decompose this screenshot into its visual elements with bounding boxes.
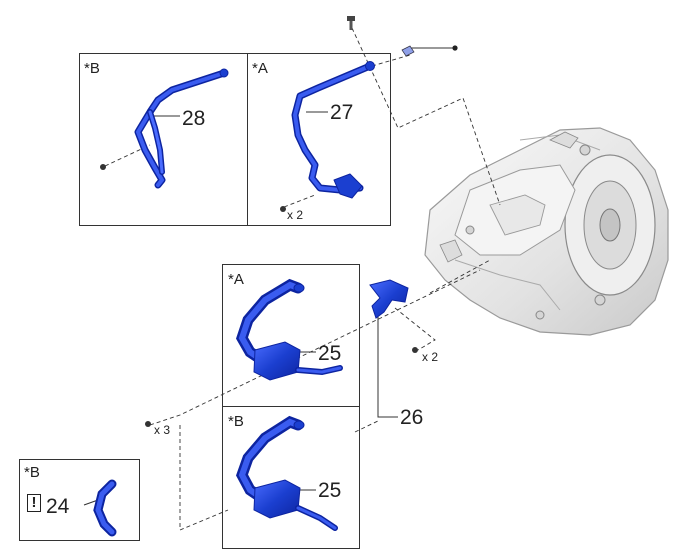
- hose-24: [93, 479, 117, 537]
- pipe-28: [134, 68, 229, 189]
- part-number-24: 24: [46, 495, 70, 518]
- part-number-25: 25: [318, 479, 342, 502]
- quantity-label: x 3: [154, 423, 171, 437]
- bolt-icon: [347, 16, 355, 30]
- bolt-icon: [145, 421, 151, 427]
- leader-lines: [104, 27, 501, 531]
- bracket-26: [369, 279, 409, 319]
- bolts: [100, 16, 458, 427]
- panel-label: *A: [252, 60, 268, 77]
- transmission-housing: [424, 127, 669, 336]
- cooler-25-b: [236, 415, 338, 531]
- panel-label: *B: [228, 413, 244, 430]
- bolt-icon: [280, 206, 286, 212]
- part-number-25: 25: [318, 342, 342, 365]
- bolt-icon: [100, 164, 106, 170]
- panel-b-top: [79, 53, 248, 226]
- part-number-27: 27: [330, 101, 354, 124]
- panel-label: *A: [228, 271, 244, 288]
- panel-b-small: [19, 459, 140, 541]
- part-number-26: 26: [400, 406, 424, 429]
- panel-label: *B: [84, 60, 100, 77]
- bolt-icon: [412, 347, 418, 353]
- panel-label: *B: [24, 464, 40, 481]
- caution-icon: !: [27, 494, 41, 512]
- panel-b-mid: [222, 406, 360, 549]
- nut-icon: [452, 45, 458, 51]
- quantity-label: x 2: [422, 350, 439, 364]
- clip-icon: [401, 45, 415, 57]
- pipe-27: [291, 61, 375, 199]
- panel-a-top: [247, 53, 391, 226]
- quantity-label: x 2: [287, 208, 304, 222]
- part-number-28: 28: [182, 107, 206, 130]
- cooler-25-a: [236, 278, 343, 381]
